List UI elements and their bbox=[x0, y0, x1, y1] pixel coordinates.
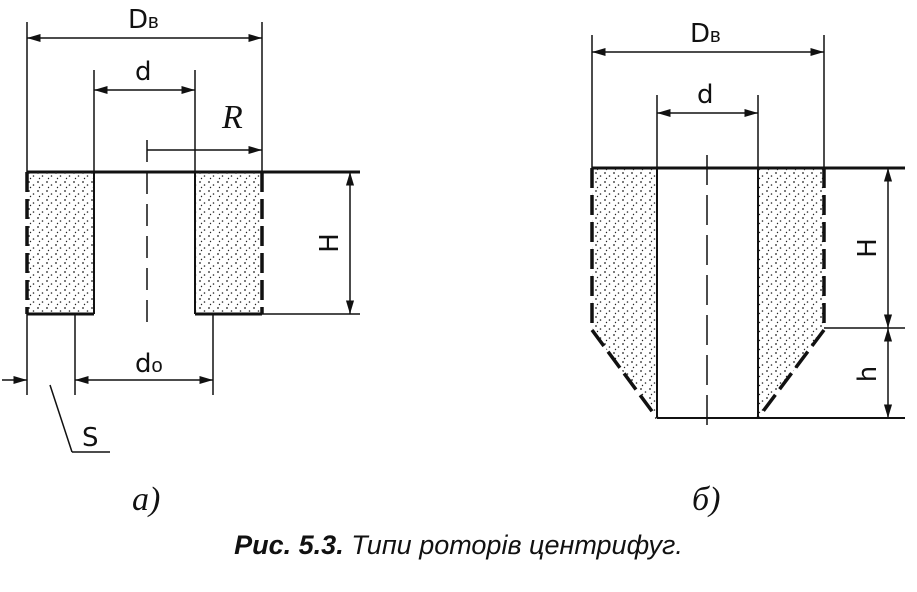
dim-b-h-lower: h bbox=[853, 366, 883, 382]
dim-b-d: d bbox=[697, 80, 714, 110]
rotor-a bbox=[2, 22, 360, 453]
caption-number: Рис. 5.3. bbox=[234, 530, 344, 560]
panel-a-label: а) bbox=[132, 481, 160, 518]
dim-a-h: H bbox=[315, 233, 345, 253]
dim-a-r: R bbox=[221, 99, 243, 136]
caption-text: Типи роторів центрифуг. bbox=[343, 530, 683, 560]
rotor-b bbox=[590, 35, 905, 432]
dim-a-s: S bbox=[82, 423, 99, 453]
dim-a-dv: Dв bbox=[128, 5, 159, 35]
dim-b-dv: Dв bbox=[690, 19, 721, 49]
panel-b-label: б) bbox=[692, 481, 720, 518]
figure-caption: Рис. 5.3. Типи роторів центрифуг. bbox=[0, 530, 917, 561]
dim-b-h-upper: H bbox=[853, 238, 883, 258]
dim-a-d0: do bbox=[135, 349, 163, 379]
dim-a-d: d bbox=[135, 57, 152, 87]
